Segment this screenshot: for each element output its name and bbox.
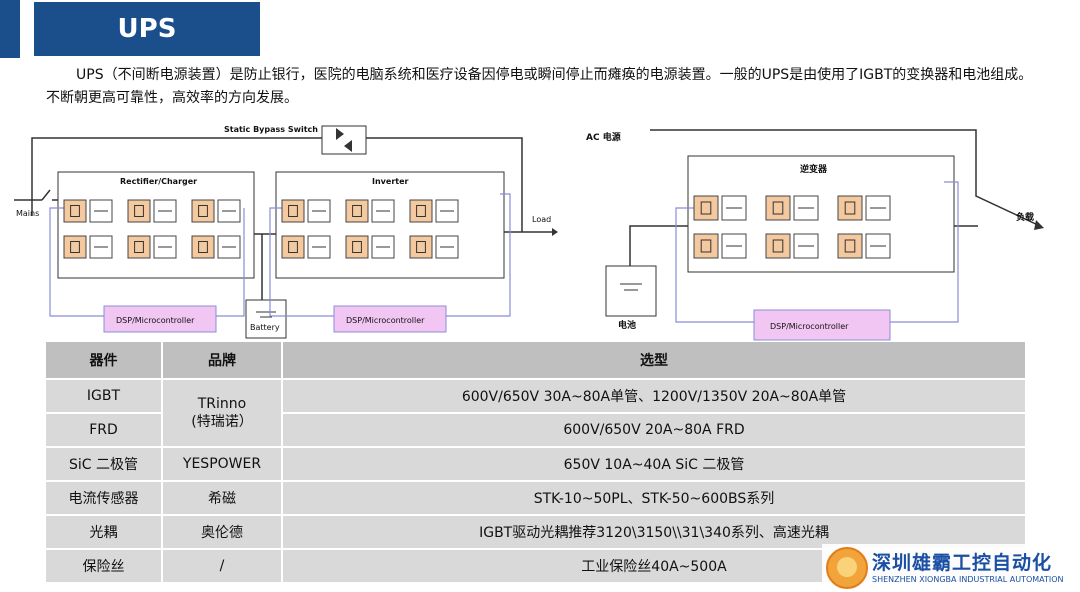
brand-line: (特瑞诺） [191,414,253,430]
cell-device: SiC 二极管 [46,447,163,482]
igbt-module-icon [191,235,241,259]
left-accent-bar [0,0,20,58]
igbt-module-icon [345,199,395,223]
header-brand: 品牌 [162,342,283,380]
igbt-module-icon [409,235,459,259]
igbt-module-icon [693,195,747,221]
igbt-module-icon [837,233,891,259]
intro-paragraph: UPS（不间断电源装置）是防止银行，医院的电脑系统和医疗设备因停电或瞬间停止而瘫… [46,67,1033,106]
cell-device: FRD [46,413,163,448]
ups-block-diagram: Static Bypass Switch Mains Rectifier/Cha… [14,125,1044,341]
dsp-label-cn: DSP/Microcontroller [770,322,849,331]
company-watermark: 深圳雄霸工控自动化 SHENZHEN XIONGBA INDUSTRIAL AU… [822,544,1080,592]
component-table: 器件 品牌 选型 IGBT TRinno (特瑞诺） 600V/650V 30A… [46,342,1027,584]
igbt-module-icon [409,199,459,223]
cell-brand: YESPOWER [162,447,283,482]
table-row: SiC 二极管 YESPOWER 650V 10A~40A SiC 二极管 [46,447,1027,482]
igbt-module-icon [765,233,819,259]
igbt-module-icon [127,199,177,223]
cell-brand: TRinno (特瑞诺） [162,379,283,448]
table-row: 电流传感器 希磁 STK-10~50PL、STK-50~600BS系列 [46,481,1027,516]
company-name-english: SHENZHEN XIONGBA INDUSTRIAL AUTOMATION [872,575,1064,584]
cell-device: 光耦 [46,515,163,550]
static-bypass-label: Static Bypass Switch [224,125,318,134]
ac-source-label: AC 电源 [586,131,621,143]
load-label: Load [532,215,551,224]
igbt-module-icon [63,235,113,259]
right-diagram: AC 电源 负载 逆变器 电池 DSP/Microcontroller [586,129,1044,341]
inverter-label-cn: 逆变器 [800,163,828,175]
cell-spec: 600V/650V 20A~80A FRD [282,413,1027,448]
cell-brand: 奥伦德 [162,515,283,550]
igbt-module-icon [837,195,891,221]
igbt-module-icon [693,233,747,259]
table-row: IGBT TRinno (特瑞诺） 600V/650V 30A~80A单管、12… [46,379,1027,448]
load-label-cn: 负载 [1016,211,1034,223]
brand-line: TRinno [197,396,247,412]
cell-spec: 600V/650V 30A~80A单管、1200V/1350V 20A~80A单… [282,379,1027,414]
table-row: FRD 600V/650V 20A~80A FRD [46,413,1027,448]
cell-device: IGBT [46,379,163,414]
mains-label: Mains [16,209,39,218]
left-diagram: Static Bypass Switch Mains Rectifier/Cha… [14,125,558,339]
igbt-module-icon [63,199,113,223]
dsp-label-1: DSP/Microcontroller [116,316,195,325]
battery-label: Battery [250,323,280,332]
battery-label-cn: 电池 [618,319,636,331]
rectifier-label: Rectifier/Charger [120,177,197,186]
igbt-module-icon [191,199,241,223]
igbt-module-icon [765,195,819,221]
header-spec: 选型 [282,342,1027,380]
page-title: UPS [34,2,260,56]
header-device: 器件 [46,342,163,380]
cell-brand: 希磁 [162,481,283,516]
dsp-label-2: DSP/Microcontroller [346,316,425,325]
igbt-module-icon [127,235,177,259]
company-logo-icon [826,547,868,589]
cell-brand: / [162,549,283,584]
cell-device: 保险丝 [46,549,163,584]
igbt-module-icon [281,199,331,223]
igbt-module-icon [345,235,395,259]
igbt-module-icon [281,235,331,259]
cell-device: 电流传感器 [46,481,163,516]
cell-spec: 650V 10A~40A SiC 二极管 [282,447,1027,482]
table-header-row: 器件 品牌 选型 [46,342,1027,380]
company-name: 深圳雄霸工控自动化 [872,552,1053,574]
cell-spec: STK-10~50PL、STK-50~600BS系列 [282,481,1027,516]
inverter-label: Inverter [372,177,409,186]
ups-diagrams: Static Bypass Switch Mains Rectifier/Cha… [0,116,1080,342]
